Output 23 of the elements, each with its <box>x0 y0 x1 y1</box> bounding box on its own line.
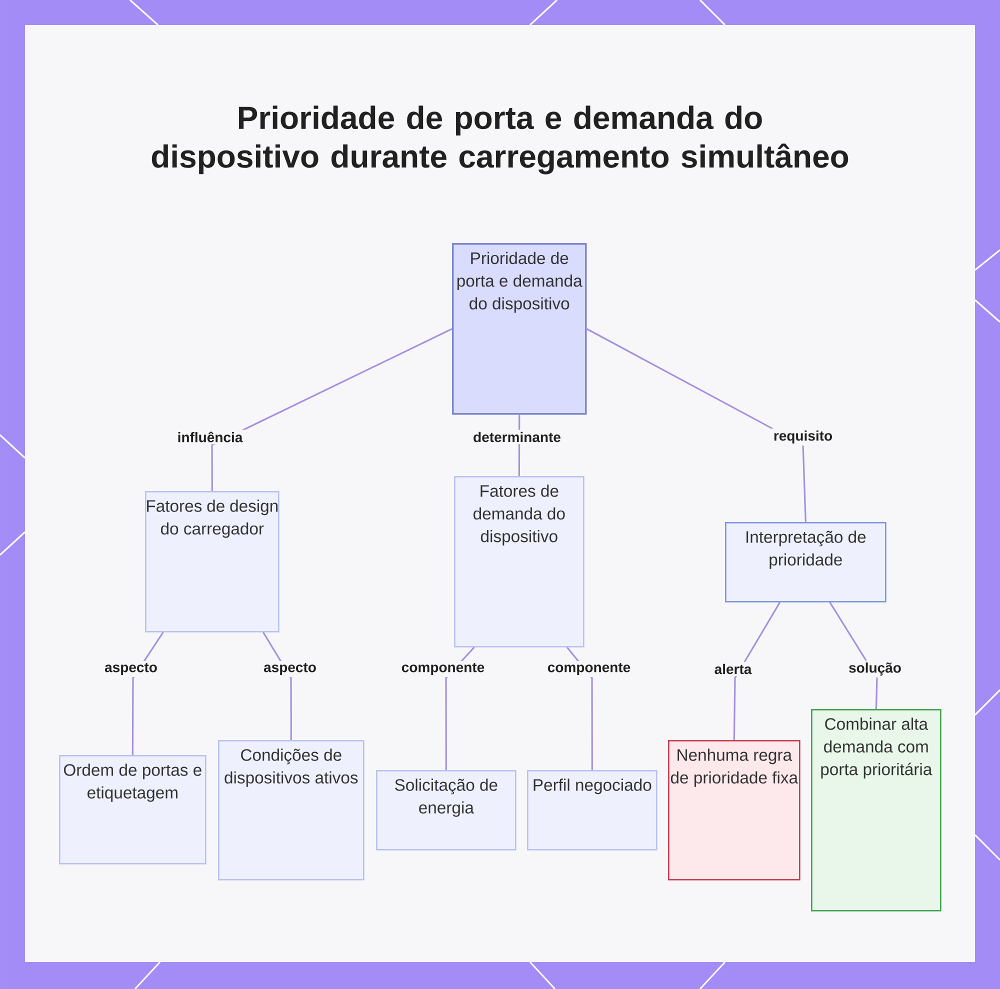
concept-box: Ordem de portas e etiquetagem <box>59 755 206 864</box>
concept-box: Nenhuma regra de prioridade fixa <box>668 740 800 880</box>
edge-label: influência <box>175 430 245 444</box>
edge-label: requisito <box>771 428 835 446</box>
connector-line <box>733 602 781 740</box>
concept-box: Perfil negociado <box>527 770 658 850</box>
edge-label: aspecto <box>102 660 160 678</box>
concept-box: Fatores de demanda do dispositivo <box>454 476 584 648</box>
connector-line <box>586 328 806 522</box>
edge-label: aspecto <box>262 660 318 678</box>
concept-box: Condições de dispositivos ativos <box>218 740 364 880</box>
concept-box: Fatores de design do carregador <box>145 491 280 632</box>
edge-label: determinante <box>471 430 563 444</box>
concept-box: Combinar alta demanda com porta prioritária <box>811 709 942 912</box>
connector-line <box>211 328 452 491</box>
title: Prioridade de porta e demanda do dispositivo durante carregamento simultâneo <box>152 106 848 174</box>
concept-box: Interpretação de prioridade <box>725 522 886 602</box>
edge-label: solução <box>846 660 904 678</box>
edge-label: componente <box>399 660 487 678</box>
edge-label: componente <box>545 660 633 678</box>
concept-box: Solicitação de energia <box>376 770 516 850</box>
edge-label: alerta <box>712 662 754 676</box>
concept-box: Prioridade de porta e demanda do dispositivo <box>452 243 587 415</box>
